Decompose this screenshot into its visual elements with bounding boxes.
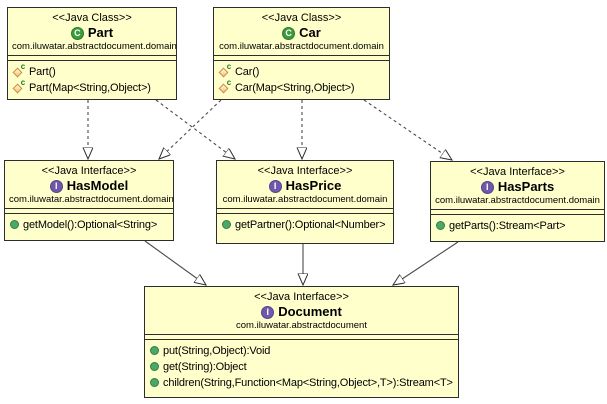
node-name: HasPrice [285,177,342,193]
constructor-icon: c [12,62,25,78]
node-package: com.iluwatar.abstractdocument [236,319,367,331]
node-package: com.iluwatar.abstractdocument.domain [219,40,384,52]
member-row: getParts():Stream<Part> [436,218,602,234]
node-package: com.iluwatar.abstractdocument.domain [9,193,174,205]
node-header: <<Java Class>> C Car com.iluwatar.abstra… [214,8,389,55]
hasparts-extends-document[interactable] [393,241,459,285]
uml-node-hasparts[interactable]: <<Java Interface>> I HasParts com.iluwat… [430,161,605,242]
member-row: put(String,Object):Void [150,343,456,359]
stereotype: <<Java Interface>> [470,166,565,178]
constructor-icon: c [218,62,231,78]
interface-icon: I [480,180,494,194]
stereotype: <<Java Interface>> [257,165,353,177]
interface-icon: I [268,179,282,193]
member-row: get(String):Object [150,359,456,375]
fields-compartment [5,207,173,214]
member-label: Part() [29,65,56,78]
node-title: I HasModel [9,177,169,194]
node-header: <<Java Interface>> I HasModel com.iluwat… [5,161,174,208]
member-row: getPartner():Optional<Number> [222,217,391,233]
member-row: c Car() [218,62,387,80]
member-row: c Car(Map<String,Object>) [218,78,387,96]
node-header: <<Java Interface>> I HasParts com.iluwat… [431,162,604,209]
member-label: getPartner():Optional<Number> [235,218,386,231]
constructor-letter: c [226,62,231,71]
member-row: c Part() [12,62,174,80]
node-name: Part [87,24,114,40]
node-name: Document [278,303,342,319]
node-header: <<Java Class>> C Part com.iluwatar.abstr… [8,8,177,55]
member-row: children(String,Function<Map<String,Obje… [150,375,456,391]
node-name: Car [299,24,321,40]
method-icon [150,378,159,387]
methods-compartment: getModel():Optional<String> [5,214,173,241]
node-header: <<Java Interface>> I HasPrice com.iluwat… [217,161,393,208]
constructor-letter: c [226,78,231,87]
interface-icon: I [49,179,63,193]
fields-compartment [214,54,389,61]
constructor-icon: c [12,78,25,94]
node-title: I Document [149,303,454,320]
methods-compartment: c Car() c Car(Map<String,Object>) [214,61,389,100]
member-label: Car(Map<String,Object>) [235,81,355,94]
car-realizes-hasparts[interactable] [363,99,452,160]
node-package: com.iluwatar.abstractdocument.domain [435,194,600,206]
node-header: <<Java Interface>> I Document com.iluwat… [145,287,458,334]
member-label: Part(Map<String,Object>) [29,81,151,94]
method-icon [150,362,159,371]
member-label: getParts():Stream<Part> [449,219,566,232]
member-label: put(String,Object):Void [163,344,271,357]
interface-icon: I [261,305,275,319]
methods-compartment: getPartner():Optional<Number> [217,214,393,244]
fields-compartment [431,208,604,215]
member-row: getModel():Optional<String> [10,217,171,233]
node-name: HasModel [66,177,129,193]
uml-node-document[interactable]: <<Java Interface>> I Document com.iluwat… [144,286,459,398]
member-label: Car() [235,65,260,78]
node-name: HasParts [497,178,555,194]
uml-node-hasprice[interactable]: <<Java Interface>> I HasPrice com.iluwat… [216,160,394,244]
method-icon [222,220,231,229]
method-icon [10,220,19,229]
node-title: I HasParts [435,178,600,195]
fields-compartment [8,54,176,61]
fields-compartment [217,207,393,214]
member-row: c Part(Map<String,Object>) [12,78,174,96]
class-icon: C [282,26,296,40]
car-realizes-hasmodel[interactable] [159,99,222,159]
node-package: com.iluwatar.abstractdocument.domain [222,193,388,205]
member-label: children(String,Function<Map<String,Obje… [163,376,453,389]
constructor-letter: c [20,78,25,87]
methods-compartment: getParts():Stream<Part> [431,215,604,242]
node-title: C Part [12,24,172,41]
stereotype: <<Java Interface>> [41,165,137,177]
hasmodel-extends-document[interactable] [144,240,206,285]
methods-compartment: put(String,Object):Void get(String):Obje… [145,340,458,398]
node-title: I HasPrice [221,177,389,194]
member-label: get(String):Object [163,360,247,373]
method-icon [150,346,159,355]
member-label: getModel():Optional<String> [23,218,158,231]
node-title: C Car [218,24,385,41]
part-realizes-hasprice[interactable] [155,99,235,159]
constructor-letter: c [20,62,25,71]
fields-compartment [145,333,458,340]
constructor-icon: c [218,78,231,94]
uml-node-car[interactable]: <<Java Class>> C Car com.iluwatar.abstra… [213,7,390,100]
methods-compartment: c Part() c Part(Map<String,Object>) [8,61,176,100]
uml-node-hasmodel[interactable]: <<Java Interface>> I HasModel com.iluwat… [4,160,174,241]
stereotype: <<Java Class>> [52,12,132,24]
uml-node-part[interactable]: <<Java Class>> C Part com.iluwatar.abstr… [7,7,177,100]
stereotype: <<Java Interface>> [254,291,349,303]
class-icon: C [70,26,84,40]
stereotype: <<Java Class>> [261,12,342,24]
node-package: com.iluwatar.abstractdocument.domain [12,40,177,52]
method-icon [436,221,445,230]
